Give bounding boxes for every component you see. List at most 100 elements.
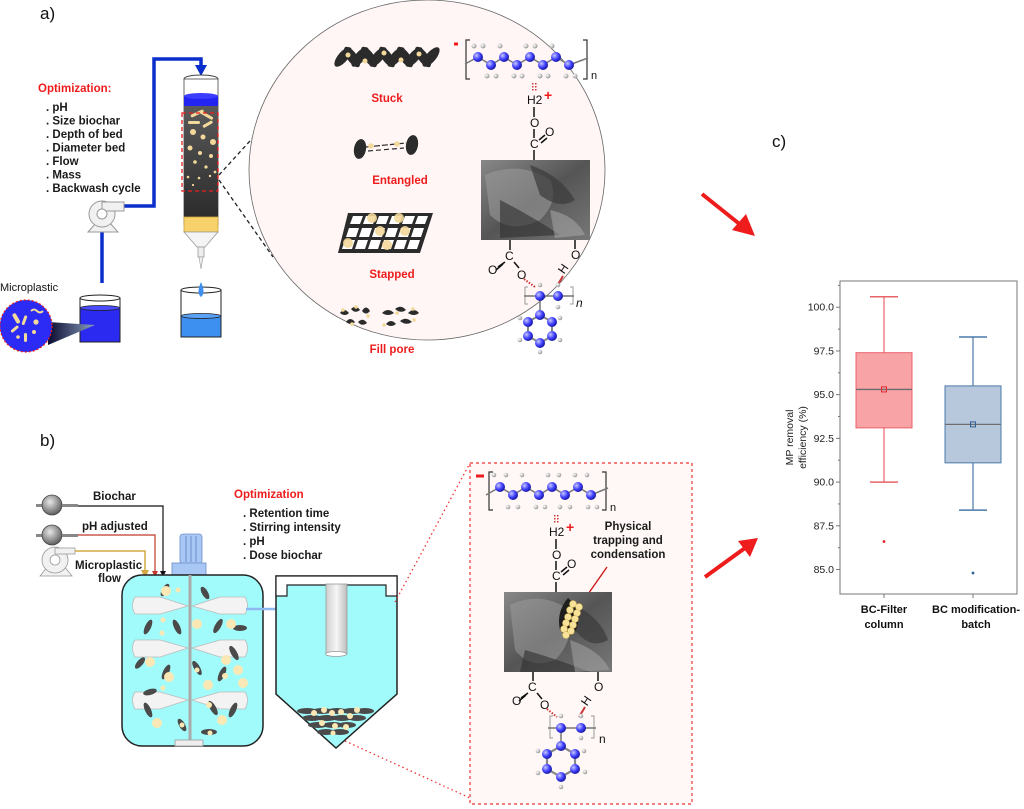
flow-arrowhead-icon (195, 65, 207, 76)
polymer-chain-a: n (454, 39, 597, 82)
box-group (944, 336, 1002, 575)
h2-label: H2 (527, 93, 543, 107)
annotation-line: Physical (605, 521, 652, 533)
mechanism-label-stuck: Stuck (371, 93, 403, 105)
h2-label: H2 (549, 525, 565, 539)
polymer-chain-b: n (476, 471, 616, 514)
plus-charge: + (544, 87, 552, 103)
arrow-b-to-c-icon (703, 538, 758, 579)
y-tick-label: 90.0 (814, 477, 835, 489)
feed-label-ph-adjusted: pH adjusted (82, 521, 148, 533)
x-tick-label: batch (961, 619, 991, 631)
polystyrene-structure-a: n (517, 282, 583, 355)
annotation-line: trapping and (593, 535, 663, 547)
y-tick-label: 97.5 (814, 345, 835, 357)
x-tick-label: column (864, 619, 903, 631)
entangled-mechanism-icon (353, 135, 419, 159)
mean-marker (881, 386, 887, 393)
effluent-beaker (180, 282, 222, 338)
zoom-region-box (181, 112, 219, 192)
feed-label-flow: flow (98, 573, 121, 585)
microplastic-beaker (79, 294, 121, 343)
stirred-reactor-tank (121, 574, 264, 747)
svg-text:O: O (545, 125, 554, 139)
optimization-item: . Stirring intensity (243, 522, 341, 534)
svg-text:C: C (552, 569, 561, 583)
optimization-item: . pH (46, 102, 68, 114)
box-group (855, 295, 913, 543)
ph-pump-icon (36, 524, 78, 546)
mixer-motor-icon (171, 533, 207, 576)
hydrogen-bond-dots (554, 515, 559, 523)
iqr-box (855, 352, 913, 429)
outlier-point (971, 571, 975, 575)
optimization-item: . Size biochar (46, 116, 121, 128)
polymer-subscript: n (591, 70, 597, 82)
polystyrene-structure-b: n (535, 713, 606, 790)
settling-tank (275, 575, 398, 750)
y-tick-label: 87.5 (814, 520, 835, 532)
svg-text:O: O (488, 263, 497, 277)
panel-c-label: c) (772, 132, 786, 151)
svg-text:O: O (512, 694, 521, 708)
svg-text:O: O (571, 248, 580, 262)
centrifugal-pump-icon (86, 200, 125, 233)
x-axis: BC-Filter column BC modification-batch (861, 594, 1020, 631)
microplastic-label: Microplastic (0, 282, 59, 294)
hydrogen-bond-dots (532, 83, 537, 91)
mechanism-label-entangled: Entangled (372, 175, 428, 187)
microplastic-magnified-icon (0, 299, 53, 353)
x-tick-label: BC modification- (932, 604, 1020, 616)
flow-pipe-top (124, 57, 203, 208)
optimization-item: . Mass (46, 170, 81, 182)
optimization-item: . pH (243, 536, 265, 548)
x-tick-label: BC-Filter (861, 604, 908, 616)
y-axis-title-line: efficiency (%) (797, 406, 809, 469)
sem-image-b (504, 592, 612, 672)
svg-text:O: O (552, 548, 561, 562)
plot-frame (839, 280, 1018, 595)
svg-text:O: O (594, 680, 603, 694)
optimization-item: . Retention time (243, 508, 329, 520)
panel-a: a) Optimization: . pH . Size biochar . D… (0, 0, 606, 356)
svg-text:C: C (528, 680, 537, 694)
optimization-item: . Dose biochar (243, 550, 323, 562)
stapped-mechanism-icon (338, 213, 433, 253)
panel-b-optimization-title: Optimization (234, 489, 304, 501)
svg-text:O: O (567, 557, 576, 571)
annotation-line: condensation (591, 549, 666, 561)
box-series (855, 295, 1002, 575)
panel-a-optimization-list: . pH . Size biochar . Depth of bed . Dia… (46, 102, 141, 195)
polymer-subscript: n (599, 732, 606, 746)
feed-label-biochar: Biochar (93, 491, 136, 503)
mechanism-zoom-circle (248, 0, 606, 341)
y-tick-label: 92.5 (814, 433, 835, 445)
zoom-line (344, 740, 471, 799)
polymer-subscript: n (576, 296, 583, 310)
panel-a-label: a) (40, 4, 55, 23)
mean-marker (970, 421, 976, 428)
svg-text:C: C (505, 249, 514, 263)
plus-charge: + (566, 519, 574, 535)
arrow-a-to-c-icon (700, 192, 755, 236)
svg-text:O: O (540, 698, 549, 712)
sem-image-a (481, 160, 590, 240)
optimization-item: . Flow (46, 156, 79, 168)
mechanism-label-fill-pore: Fill pore (370, 344, 415, 356)
svg-text:O: O (517, 268, 526, 282)
stuck-mechanism-icon (334, 46, 440, 68)
y-tick-label: 85.0 (814, 564, 835, 576)
polymer-subscript: n (610, 502, 616, 514)
panel-b-label: b) (40, 431, 55, 450)
droplet-icon (198, 282, 204, 297)
zoom-line (218, 179, 274, 258)
y-axis-title-line: MP removal (784, 410, 796, 466)
panel-b: b) Biochar pH adjusted Microplastic flow (36, 431, 693, 805)
magnify-cone (48, 322, 95, 345)
y-tick-label: 95.0 (814, 389, 835, 401)
panel-a-optimization-title: Optimization: (38, 83, 111, 95)
